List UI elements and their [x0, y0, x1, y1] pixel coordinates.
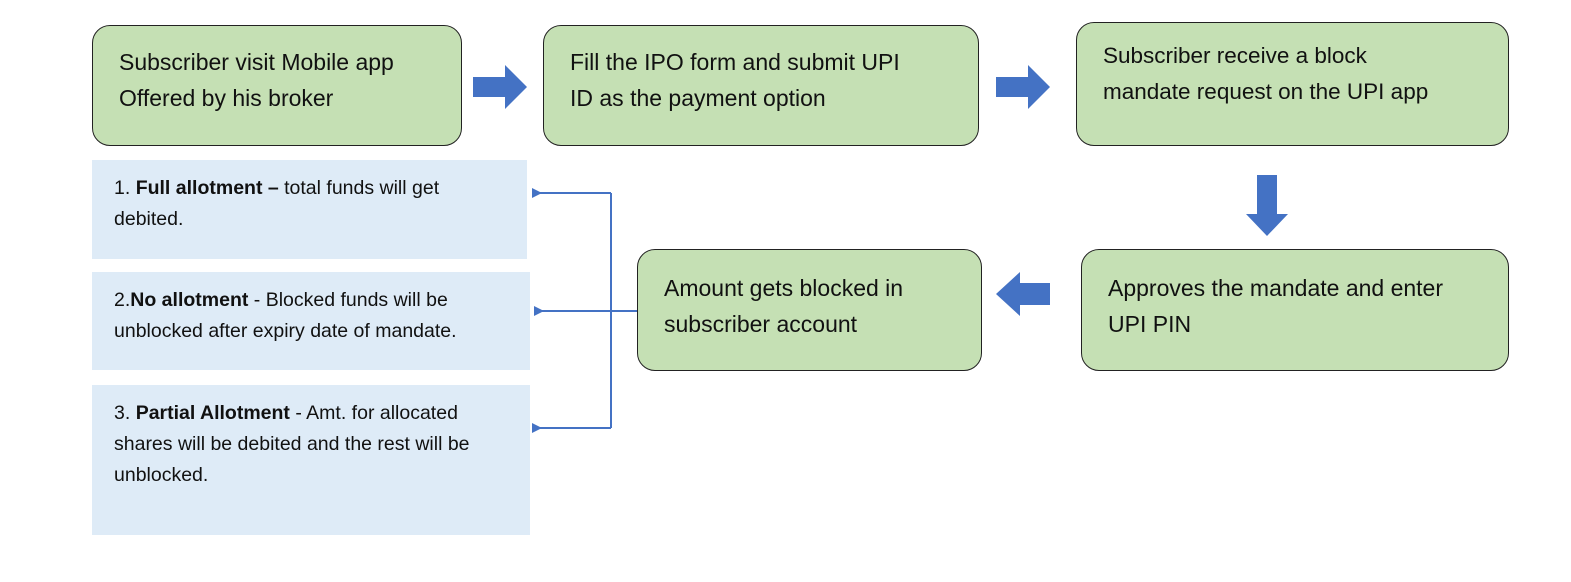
outcome-number: 1.: [114, 177, 136, 199]
step-text-line: Subscriber visit Mobile app: [119, 49, 394, 75]
step-receive-mandate: Subscriber receive a block mandate reque…: [1076, 22, 1509, 146]
step-text-line: ID as the payment option: [570, 85, 826, 111]
arrow-down-icon: [1246, 175, 1288, 236]
outcome-no-allotment: 2.No allotment - Blocked funds will be u…: [92, 272, 530, 370]
step-text-line: Amount gets blocked in: [664, 275, 904, 301]
arrow-right-icon: [473, 65, 527, 109]
step-text-line: subscriber account: [664, 311, 858, 337]
outcome-number: 3.: [114, 402, 136, 424]
arrow-right-icon: [996, 65, 1050, 109]
step-visit-app: Subscriber visit Mobile app Offered by h…: [92, 25, 462, 146]
step-text-line: Approves the mandate and enter: [1108, 275, 1444, 301]
outcome-description: - Amt. for allocated shares will be debi…: [114, 402, 470, 486]
step-text-line: Subscriber receive a block: [1103, 43, 1367, 68]
step-approve-mandate: Approves the mandate and enter UPI PIN: [1081, 249, 1509, 371]
step-text-line: mandate request on the UPI app: [1103, 79, 1429, 104]
outcome-title: No allotment: [130, 289, 249, 311]
outcome-description: - Blocked funds will be unblocked after …: [114, 289, 457, 342]
outcome-description: total funds will get debited.: [114, 177, 440, 230]
outcome-number: 2.: [114, 289, 131, 311]
outcome-full-allotment: 1. Full allotment – total funds will get…: [92, 160, 527, 259]
step-fill-ipo-form: Fill the IPO form and submit UPI ID as t…: [543, 25, 979, 146]
arrow-left-icon: [996, 272, 1050, 316]
step-text-line: UPI PIN: [1108, 311, 1192, 337]
step-amount-blocked: Amount gets blocked in subscriber accoun…: [637, 249, 982, 371]
step-text-line: Fill the IPO form and submit UPI: [570, 49, 900, 75]
outcome-title: Full allotment –: [135, 177, 279, 199]
outcome-partial-allotment: 3. Partial Allotment - Amt. for allocate…: [92, 385, 530, 535]
step-text-line: Offered by his broker: [119, 85, 334, 111]
outcome-title: Partial Allotment: [135, 402, 290, 424]
